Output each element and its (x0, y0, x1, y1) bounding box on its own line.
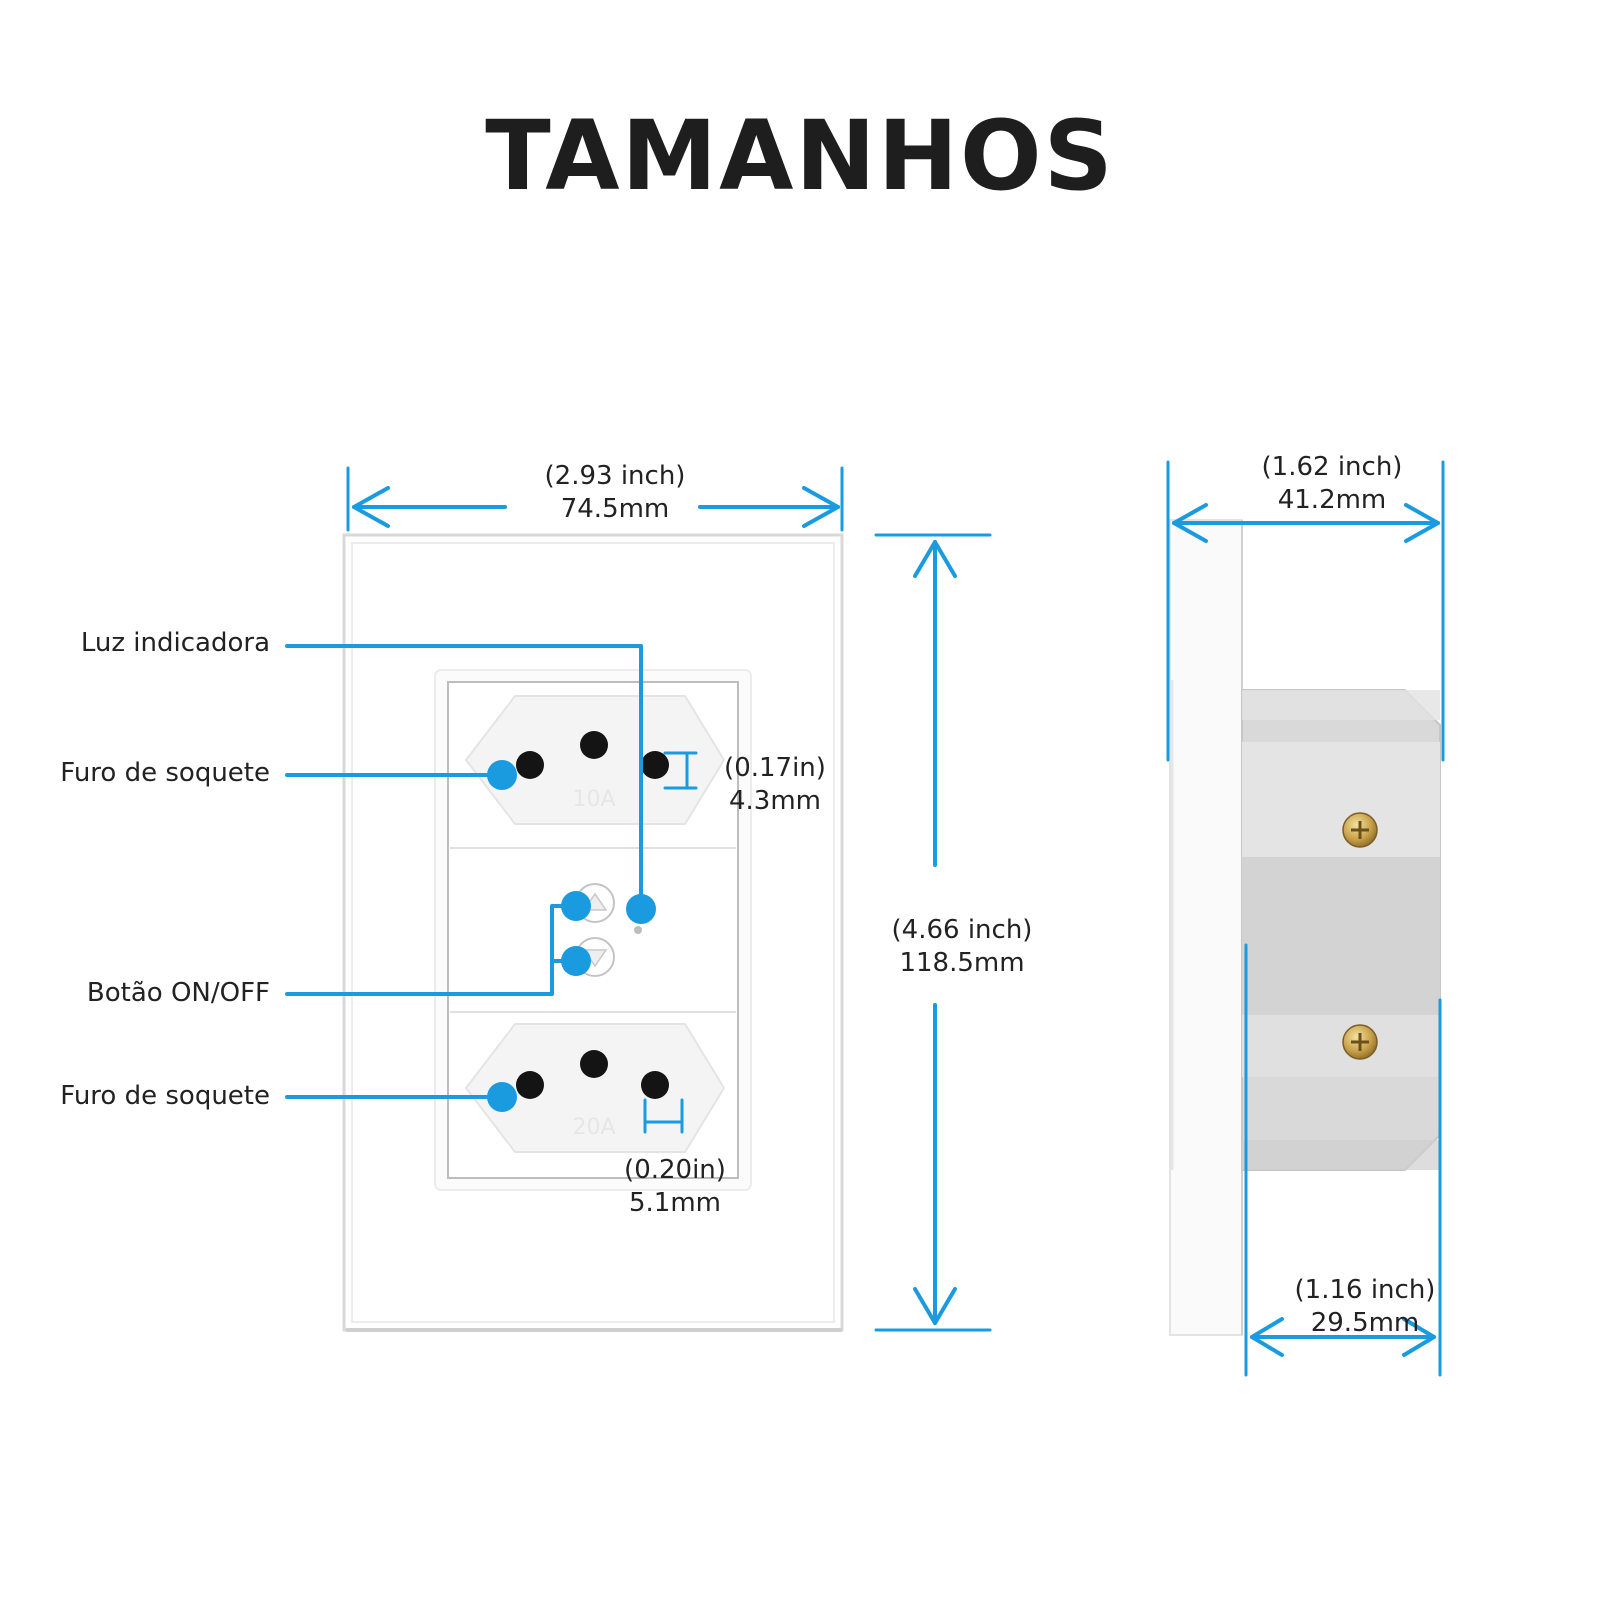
label-socket-hole-bottom: Furo de soquete (60, 1081, 270, 1111)
front-height-inch: (4.66 inch) (891, 915, 1033, 945)
page-title: TAMANHOS (485, 100, 1115, 212)
side-box-depth-inch: (1.16 inch) (1294, 1275, 1436, 1305)
side-box-depth-dimension (1244, 943, 1442, 1377)
indicator-led (634, 926, 642, 934)
pin-hole (641, 751, 669, 779)
pin-hole (580, 731, 608, 759)
callout-dot (561, 946, 591, 976)
pin-hole (516, 1071, 544, 1099)
front-height-mm: 118.5mm (899, 948, 1025, 978)
front-width-label: (2.93 inch) 74.5mm (515, 460, 715, 526)
side-total-depth-dimension (1166, 460, 1445, 762)
top-pin-dimension (663, 751, 698, 790)
callout-dot (487, 760, 517, 790)
side-box-depth-mm: 29.5mm (1310, 1308, 1420, 1338)
side-total-depth-mm: 41.2mm (1277, 485, 1387, 515)
callout-dot (561, 891, 591, 921)
front-height-dimension (874, 533, 992, 1332)
socket-bottom: 20A (464, 1023, 726, 1153)
top-pin-mm: 4.3mm (728, 786, 821, 816)
bottom-pin-inch: (0.20in) (624, 1155, 726, 1185)
bottom-pin-dimension (643, 1098, 684, 1134)
side-plate (1169, 519, 1243, 1336)
socket-bottom-rating: 20A (572, 1115, 615, 1140)
side-box-depth-label: (1.16 inch) 29.5mm (1265, 1274, 1465, 1340)
top-pin-label: (0.17in) 4.3mm (710, 752, 840, 818)
socket-top: 10A (464, 695, 726, 825)
callout-indicator-light (285, 644, 643, 904)
label-on-off-button: Botão ON/OFF (86, 978, 270, 1008)
callout-dot (487, 1082, 517, 1112)
side-view (1169, 519, 1441, 1336)
side-total-depth-label: (1.62 inch) 41.2mm (1232, 451, 1432, 517)
screw-bottom (1342, 1024, 1378, 1060)
top-pin-inch: (0.17in) (724, 753, 826, 783)
callout-dot (626, 894, 656, 924)
bottom-pin-label: (0.20in) 5.1mm (605, 1154, 745, 1220)
screw-top (1342, 812, 1378, 848)
front-width-mm: 74.5mm (560, 494, 670, 524)
front-height-label: (4.66 inch) 118.5mm (862, 914, 1062, 980)
bottom-pin-mm: 5.1mm (628, 1188, 721, 1218)
pin-hole (641, 1071, 669, 1099)
socket-top-rating: 10A (572, 787, 615, 812)
label-socket-hole-top: Furo de soquete (60, 758, 270, 788)
label-indicator-light: Luz indicadora (80, 628, 270, 658)
pin-hole (516, 751, 544, 779)
pin-hole (580, 1050, 608, 1078)
side-total-depth-inch: (1.62 inch) (1261, 452, 1403, 482)
front-width-inch: (2.93 inch) (544, 461, 686, 491)
front-width-dimension (346, 466, 844, 532)
